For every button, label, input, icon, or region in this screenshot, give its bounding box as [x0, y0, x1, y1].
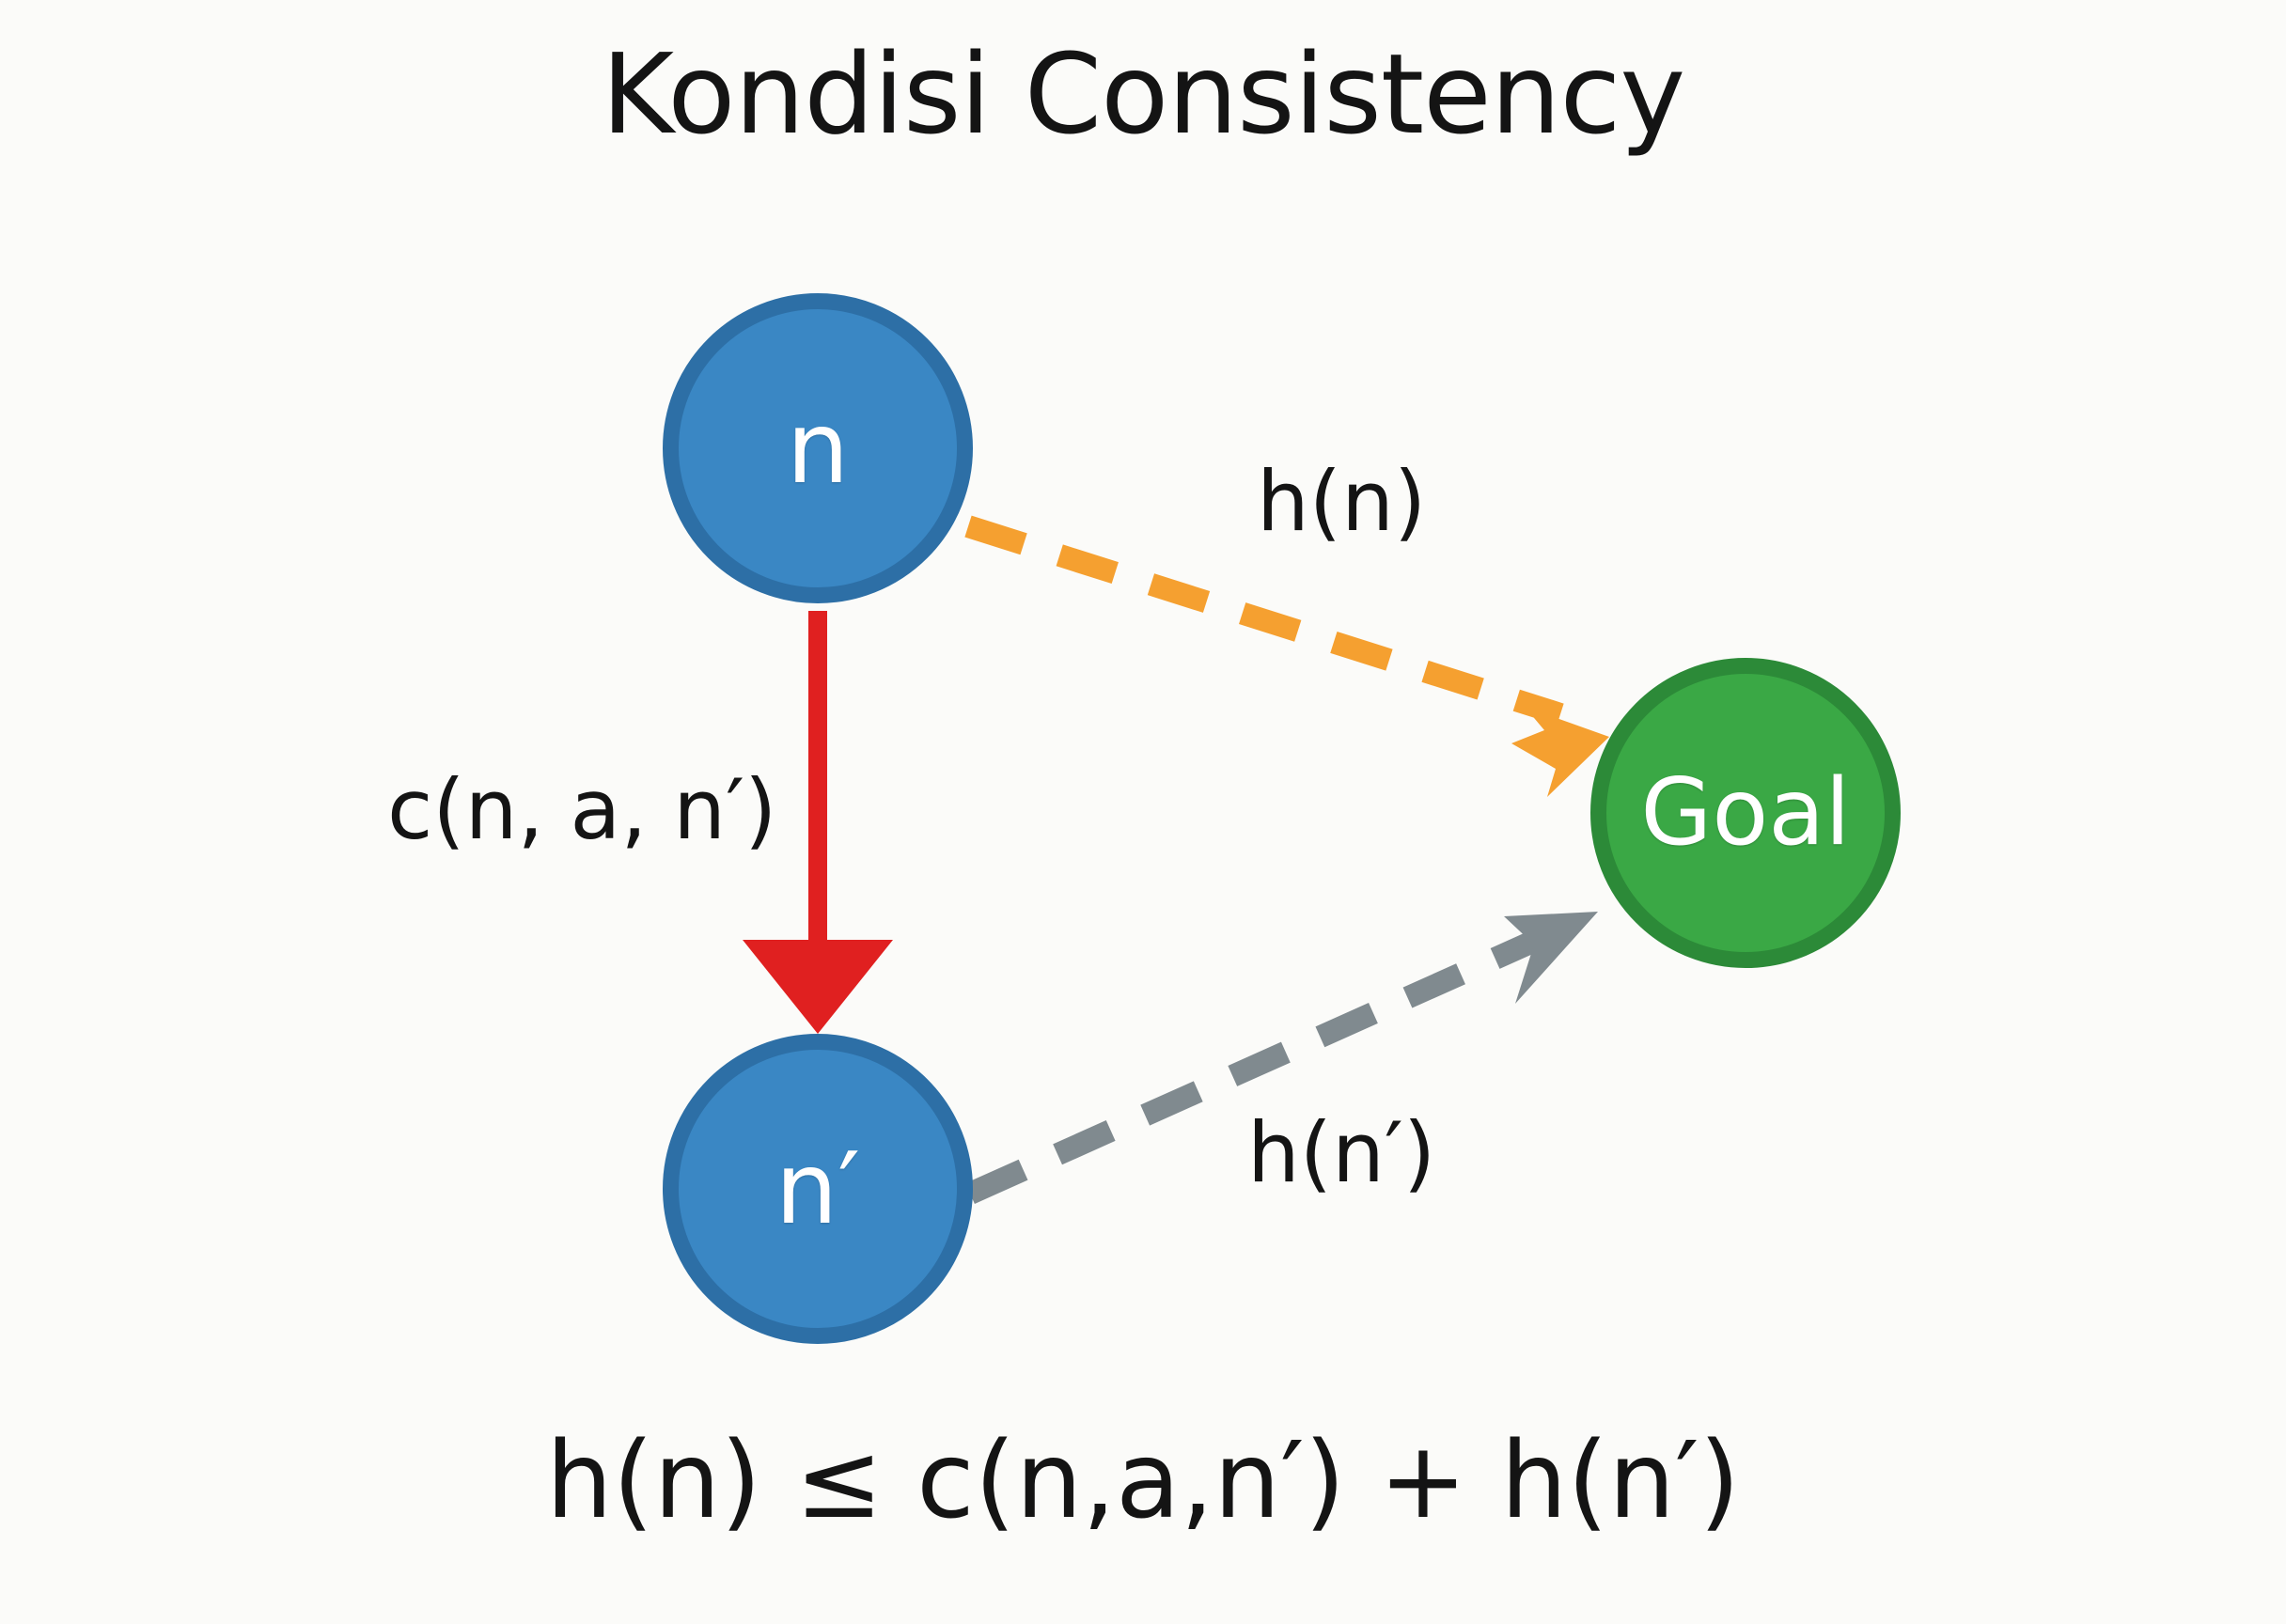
node-goal-label: Goal	[1640, 759, 1851, 867]
edge-h-n-line	[964, 515, 1564, 726]
node-n-prime-label: n′	[775, 1131, 861, 1246]
page-title: Kondisi Consistency	[601, 29, 1685, 159]
node-goal[interactable]: Goal	[1590, 658, 1901, 968]
edge-h-n-prime-arrowhead	[1504, 912, 1598, 1004]
edge-h-n-prime-line	[965, 929, 1542, 1204]
edge-label-h-n: h(n)	[1257, 453, 1427, 550]
edge-label-h-n-prime: h(n′)	[1247, 1104, 1436, 1201]
edge-cost	[743, 611, 893, 1034]
edge-cost-arrowhead	[743, 940, 893, 1034]
edge-h-n-arrowhead	[1511, 707, 1609, 797]
node-n-label: n	[786, 390, 850, 506]
edge-h-n	[964, 515, 1609, 797]
node-n-prime[interactable]: n′	[663, 1034, 973, 1344]
edge-h-n-prime	[965, 912, 1598, 1204]
consistency-formula: h(n) ≤ c(n,a,n′) + h(n′)	[545, 1420, 1741, 1542]
edge-label-cost: c(n, a, n′)	[387, 761, 777, 858]
node-n[interactable]: n	[663, 293, 973, 603]
